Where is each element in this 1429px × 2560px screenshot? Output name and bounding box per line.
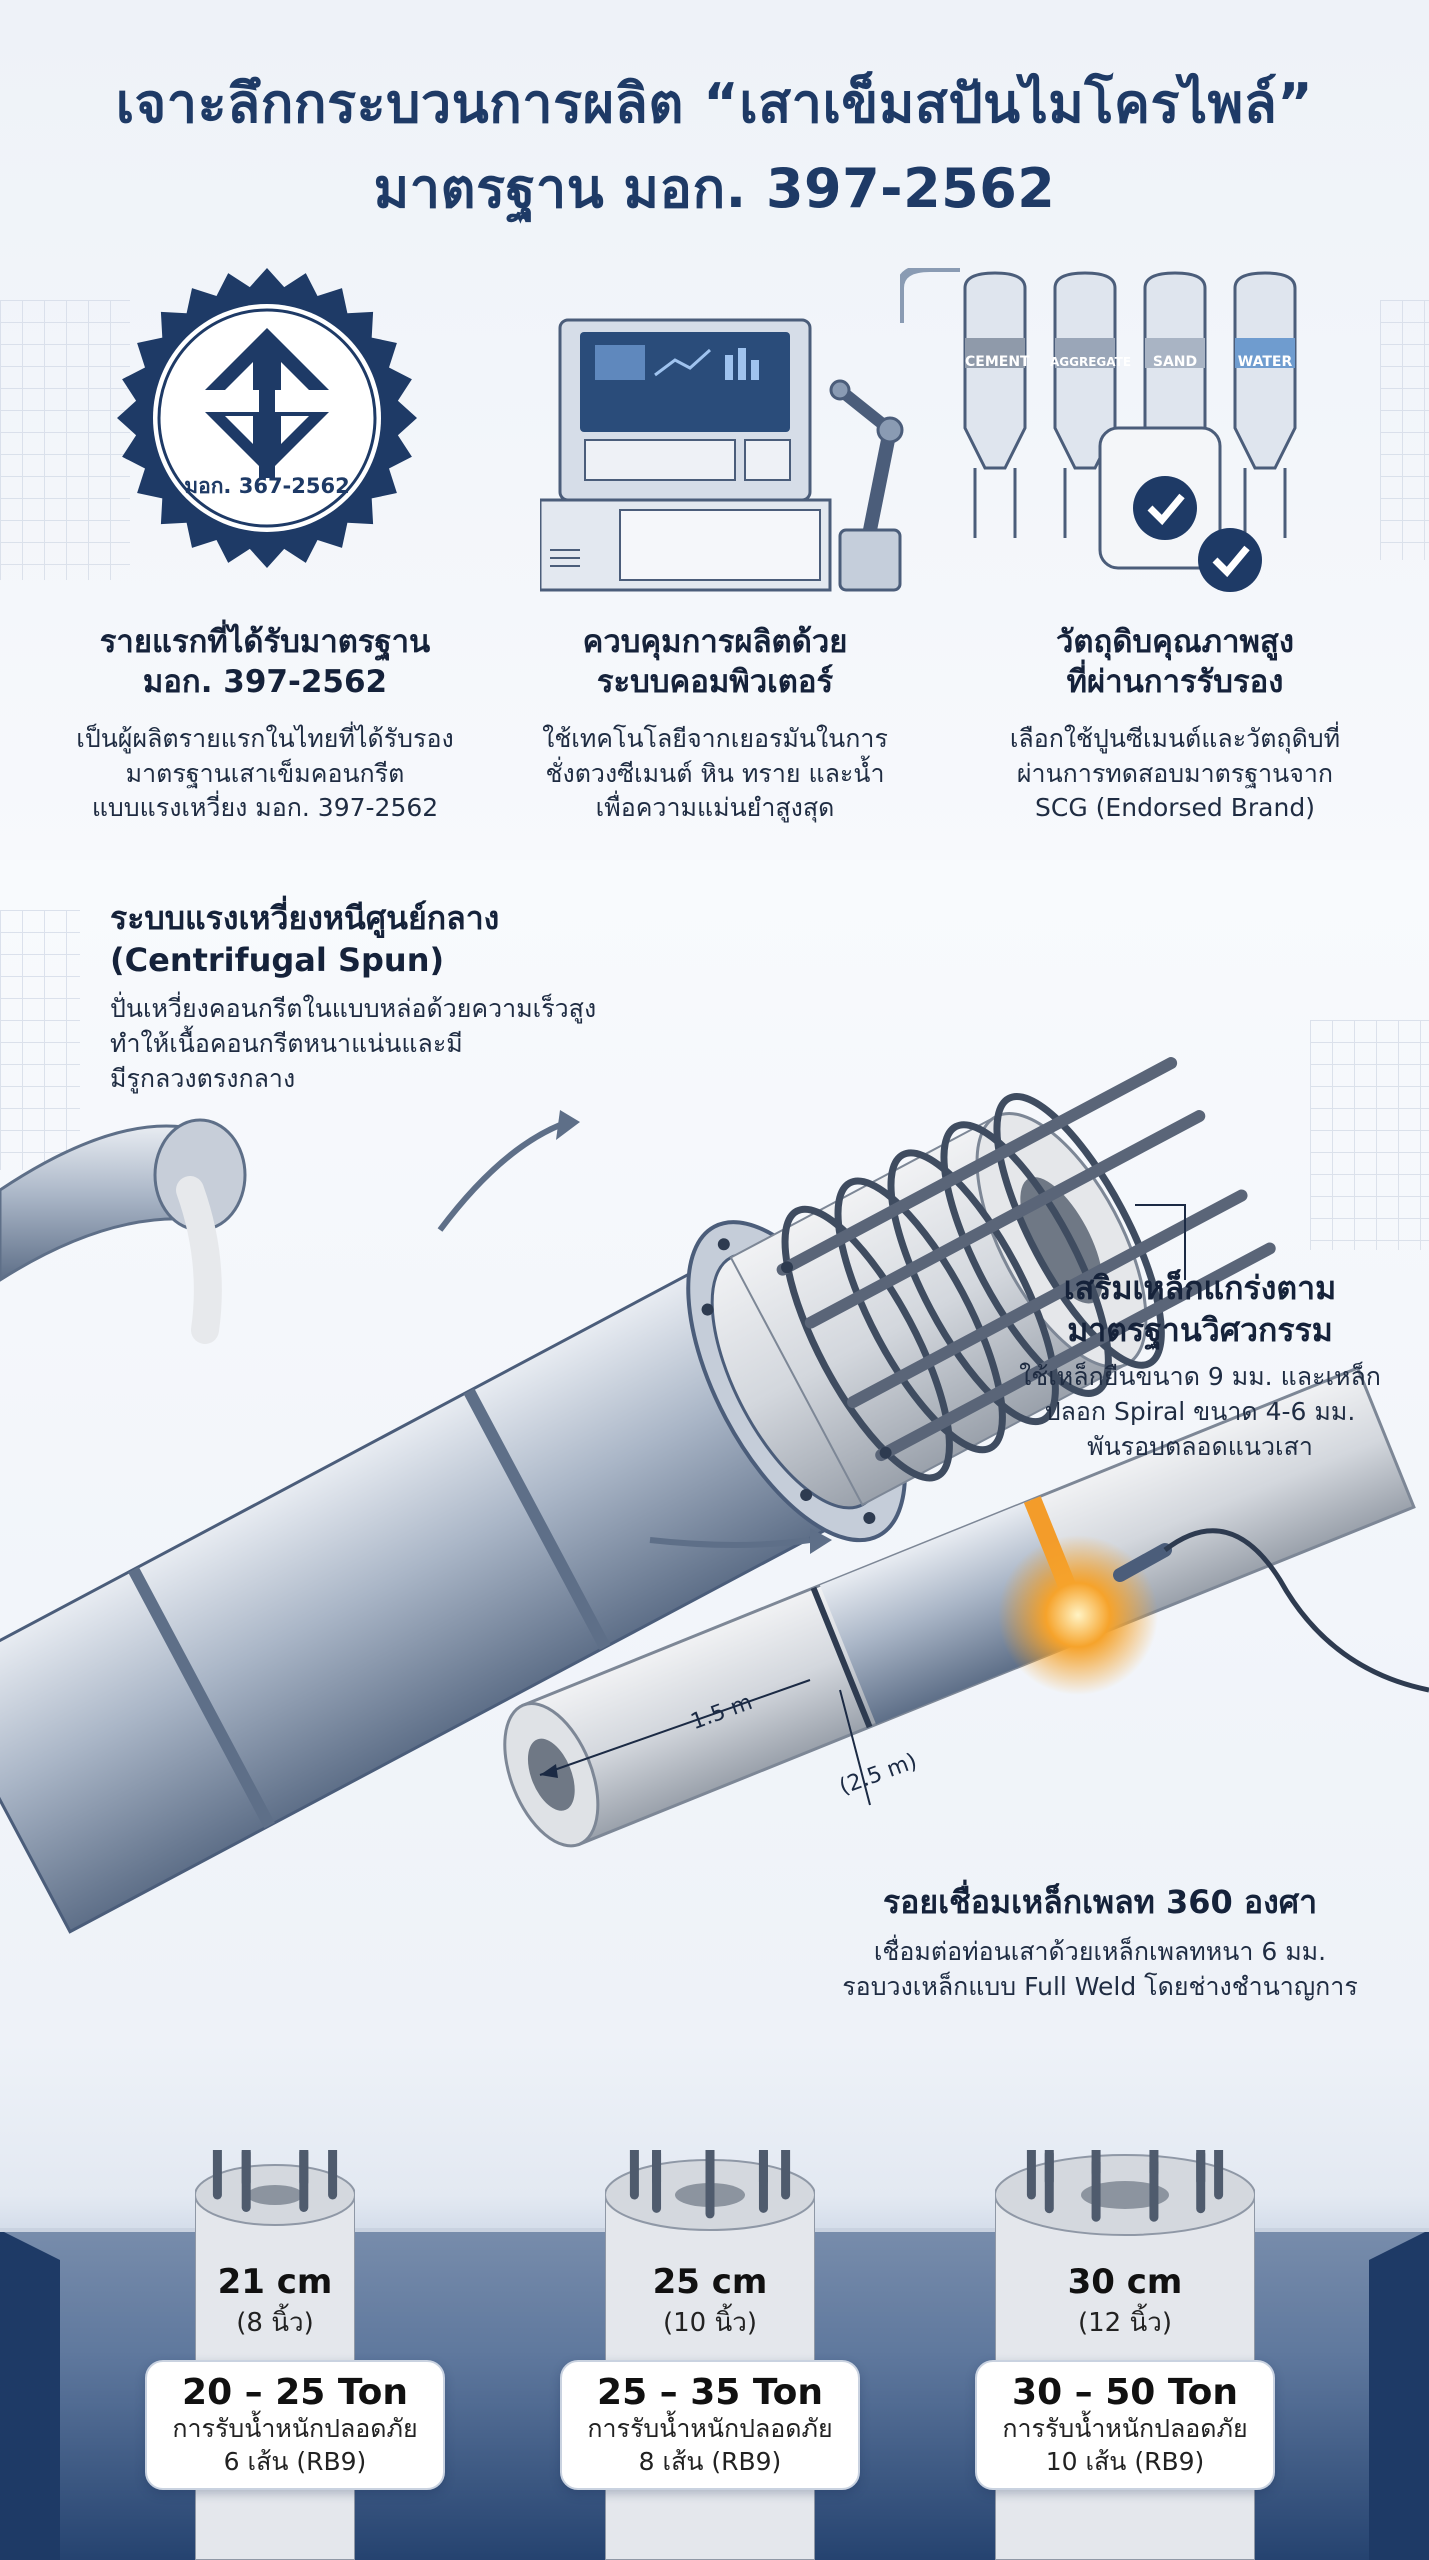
weld-desc-line2: รอบวงเหล็กแบบ Full Weld โดยช่างชำนาญการ xyxy=(842,1971,1358,2001)
seal-text: มอก. 367-2562 xyxy=(184,474,350,498)
feature-3-desc-line2: ผ่านการทดสอบมาตรฐานจาก xyxy=(1016,758,1334,788)
pile-3-column xyxy=(994,2113,1256,2560)
pile-3-size-inch: (12 นิ้ว) xyxy=(1077,2308,1172,2338)
pile-1 xyxy=(194,2123,356,2560)
feature-3-title-line1: วัตถุดิบคุณภาพสูง xyxy=(1056,624,1294,660)
pile-1-size-cm: 21 cm xyxy=(217,2262,333,2302)
pile-2 xyxy=(604,2116,816,2560)
reinforcement-title-line1: เสริมเหล็กแกร่งตาม xyxy=(1063,1269,1337,1307)
page-title-line1: เจาะลึกกระบวนการผลิต “เสาเข็มสปันไมโครไพ… xyxy=(115,72,1314,135)
computer-control-illustration xyxy=(540,318,904,592)
reinforcement-section: เสริมเหล็กแกร่งตาม มาตรฐานวิศวกรรม ใช้เห… xyxy=(990,1268,1410,1464)
pile-1-size: 21 cm (8 นิ้ว) xyxy=(175,2262,375,2343)
pile-2-ton: 25 – 35 Ton xyxy=(597,2372,823,2413)
centrifugal-section: ระบบแรงเหวี่ยงหนีศูนย์กลาง (Centrifugal … xyxy=(110,898,670,1096)
weld-section: รอยเชื่อมเหล็กเพลท 360 องศา เชื่อมต่อท่อ… xyxy=(820,1882,1380,2004)
tisi-seal-badge xyxy=(117,268,417,568)
feature-1-desc-line3: แบบแรงเหวี่ยง มอก. 397-2562 xyxy=(91,793,439,822)
tisi-logo-icon xyxy=(205,328,329,478)
pile-1-size-inch: (8 นิ้ว) xyxy=(236,2308,314,2338)
feature-2-desc: ใช้เทคโนโลยีจากเยอรมันในการ ชั่งตวงซีเมน… xyxy=(480,722,950,826)
pile-3-size: 30 cm (12 นิ้ว) xyxy=(1025,2262,1225,2343)
reinforcement-desc-line1: ใช้เหล็กยืนขนาด 9 มม. และเหล็ก xyxy=(1019,1362,1381,1392)
centrifugal-desc-line2: ทำให้เนื้อคอนกรีตหนาแน่นและมี xyxy=(110,1029,463,1059)
feature-3-title-line2: ที่ผ่านการรับรอง xyxy=(1066,664,1284,701)
pile-2-bars: 8 เส้น (RB9) xyxy=(638,2446,782,2476)
pile-1-bars: 6 เส้น (RB9) xyxy=(223,2446,367,2476)
feature-2-title: ควบคุมการผลิตด้วย ระบบคอมพิวเตอร์ xyxy=(480,622,950,703)
feature-1-title: รายแรกที่ได้รับมาตรฐาน มอก. 397-2562 xyxy=(20,622,510,703)
pile-3-ton: 30 – 50 Ton xyxy=(1012,2372,1238,2413)
page-title-line2: มาตรฐาน มอก. 397-2562 xyxy=(373,157,1056,220)
pile-1-load-card: 20 – 25 Ton การรับน้ำหนักปลอดภัย 6 เส้น … xyxy=(145,2360,445,2490)
reinforcement-title-line2: มาตรฐานวิศวกรรม xyxy=(1067,1310,1333,1349)
reinforcement-desc-line2: ปลอก Spiral ขนาด 4-6 มม. xyxy=(1044,1397,1356,1427)
feature-3-desc: เลือกใช้ปูนซีเมนต์และวัตถุดิบที่ ผ่านการ… xyxy=(940,722,1410,826)
feature-1-desc-line1: เป็นผู้ผลิตรายแรกในไทยที่ได้รับรอง xyxy=(76,724,454,753)
pile-2-size: 25 cm (10 นิ้ว) xyxy=(610,2262,810,2343)
pile-1-load-label: การรับน้ำหนักปลอดภัย xyxy=(172,2414,418,2443)
feature-1-title-line1: รายแรกที่ได้รับมาตรฐาน xyxy=(99,624,431,660)
centrifugal-title-line2: (Centrifugal Spun) xyxy=(110,940,445,979)
feature-2-desc-line2: ชั่งตวงซีเมนต์ หิน ทราย และน้ำ xyxy=(545,758,885,788)
silo-label-aggregate: AGGREGATE xyxy=(1050,355,1132,369)
centrifugal-desc-line3: มีรูกลวงตรงกลาง xyxy=(110,1064,296,1094)
feature-2-desc-line3: เพื่อความแม่นยำสูงสุด xyxy=(595,793,835,822)
feature-2-title-line2: ระบบคอมพิวเตอร์ xyxy=(596,664,834,701)
pile-2-size-inch: (10 นิ้ว) xyxy=(662,2308,757,2338)
silo-label-sand: SAND xyxy=(1152,354,1198,370)
pile-1-ton: 20 – 25 Ton xyxy=(182,2372,408,2413)
pile-3 xyxy=(994,2113,1256,2560)
centrifugal-pile-illustration xyxy=(0,1057,1429,1934)
weld-desc-line1: เชื่อมต่อท่อนเสาด้วยเหล็กเพลทหนา 6 มม. xyxy=(873,1936,1327,1966)
blueprint-grid-left xyxy=(0,300,130,580)
feature-2-title-line1: ควบคุมการผลิตด้วย xyxy=(582,624,848,660)
feature-1-desc: เป็นผู้ผลิตรายแรกในไทยที่ได้รับรอง มาตรฐ… xyxy=(20,722,510,826)
feature-2-desc-line1: ใช้เทคโนโลยีจากเยอรมันในการ xyxy=(542,724,888,753)
feature-1-desc-line2: มาตรฐานเสาเข็มคอนกรีต xyxy=(125,758,405,788)
material-silos-illustration xyxy=(900,268,1297,592)
pile-3-bars: 10 เส้น (RB9) xyxy=(1045,2446,1205,2476)
blueprint-grid-mid-right xyxy=(1310,1020,1429,1250)
centrifugal-title-line1: ระบบแรงเหวี่ยงหนีศูนย์กลาง xyxy=(110,899,500,937)
silo-label-water: WATER xyxy=(1237,354,1293,370)
pile-3-size-cm: 30 cm xyxy=(1067,2262,1183,2302)
reinforcement-desc-line3: พันรอบตลอดแนวเสา xyxy=(1087,1432,1313,1462)
silo-label-cement: CEMENT xyxy=(965,354,1030,370)
pile-2-size-cm: 25 cm xyxy=(652,2262,768,2302)
feature-3-desc-line3: SCG (Endorsed Brand) xyxy=(1035,793,1315,822)
feature-3-desc-line1: เลือกใช้ปูนซีเมนต์และวัตถุดิบที่ xyxy=(1009,724,1341,753)
pile-2-column xyxy=(604,2116,816,2560)
centrifugal-desc-line1: ปั่นเหวี่ยงคอนกรีตในแบบหล่อด้วยความเร็วส… xyxy=(110,994,597,1024)
feature-1-title-line2: มอก. 397-2562 xyxy=(142,664,388,701)
pile-3-load-card: 30 – 50 Ton การรับน้ำหนักปลอดภัย 10 เส้น… xyxy=(975,2360,1275,2490)
feature-3-title: วัตถุดิบคุณภาพสูง ที่ผ่านการรับรอง xyxy=(940,622,1410,703)
weld-title: รอยเชื่อมเหล็กเพลท 360 องศา xyxy=(882,1883,1318,1921)
blueprint-grid-right xyxy=(1380,300,1429,560)
blueprint-grid-mid-left xyxy=(0,910,80,1170)
pile-3-load-label: การรับน้ำหนักปลอดภัย xyxy=(1002,2414,1248,2443)
pile-2-load-label: การรับน้ำหนักปลอดภัย xyxy=(587,2414,833,2443)
pile-2-load-card: 25 – 35 Ton การรับน้ำหนักปลอดภัย 8 เส้น … xyxy=(560,2360,860,2490)
pile-1-column xyxy=(194,2123,356,2560)
